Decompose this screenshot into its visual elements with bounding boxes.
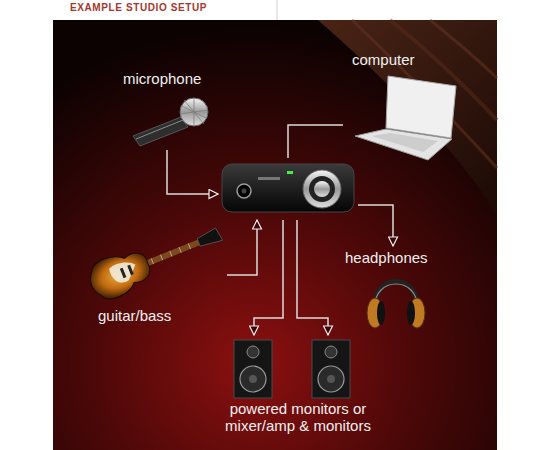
signal-connector xyxy=(227,220,257,275)
knob-cap xyxy=(314,181,330,197)
curtain-streak xyxy=(430,20,497,78)
dust-cap xyxy=(327,375,335,383)
page-title: EXAMPLE STUDIO SETUP xyxy=(70,2,207,13)
laptop-keyboard xyxy=(372,133,438,152)
ear-cushion xyxy=(377,301,385,325)
input-jack xyxy=(237,184,251,198)
audio-interface-picture xyxy=(222,164,354,212)
headphones-picture xyxy=(367,282,425,329)
mic-handle xyxy=(133,117,188,146)
interface-body xyxy=(222,164,354,212)
guitar-node: guitar/bass xyxy=(92,224,227,330)
monitors-node: powered monitors or mixer/amp & monitors xyxy=(205,335,390,438)
node-label: headphones xyxy=(345,250,428,267)
ear-cushion xyxy=(407,301,415,325)
node-label: computer xyxy=(352,52,415,69)
node-label: guitar/bass xyxy=(98,308,171,325)
status-led xyxy=(287,171,293,174)
laptop-base xyxy=(355,129,452,160)
guitar-pickguard xyxy=(108,258,140,286)
tweeter xyxy=(247,346,259,358)
guitar-pickup xyxy=(127,265,134,275)
guitar-pickup xyxy=(120,268,127,278)
node-label: microphone xyxy=(123,71,201,88)
speaker-cabinet xyxy=(234,340,272,398)
signal-connector xyxy=(358,205,393,246)
guitar-neck xyxy=(142,239,202,268)
guitar-body xyxy=(84,244,155,304)
laptop-lid xyxy=(386,76,456,138)
mic-highlight xyxy=(136,120,183,139)
laptop-picture xyxy=(355,76,456,160)
backdrop-panel xyxy=(53,20,497,450)
woofer xyxy=(318,366,344,392)
signal-connector xyxy=(297,220,328,335)
tab-divider xyxy=(277,0,278,20)
tweeter xyxy=(325,346,337,358)
node-label: powered monitors or mixer/amp & monitors xyxy=(213,401,383,435)
speaker-cabinet xyxy=(312,340,350,398)
knob-ring xyxy=(303,170,341,208)
microphone-picture xyxy=(133,98,208,146)
microphone-node: microphone xyxy=(112,66,224,150)
mic-mesh xyxy=(180,98,208,126)
interface-node xyxy=(218,158,358,220)
speakers-picture xyxy=(234,340,350,398)
mic-head xyxy=(180,98,208,126)
guitar-frets xyxy=(151,243,190,264)
knob-inner xyxy=(309,176,335,202)
signal-connector xyxy=(254,220,283,335)
signal-connector xyxy=(288,125,343,158)
jack-hole xyxy=(242,189,247,194)
woofer xyxy=(240,366,266,392)
guitar-picture xyxy=(84,215,227,305)
headphones-node: headphones xyxy=(340,246,442,336)
signal-connector xyxy=(167,150,218,194)
computer-node: computer xyxy=(343,48,461,164)
dust-cap xyxy=(249,375,257,383)
curtain-streak xyxy=(352,20,497,168)
logo-strip xyxy=(258,177,280,180)
guitar-headstock xyxy=(196,227,223,249)
